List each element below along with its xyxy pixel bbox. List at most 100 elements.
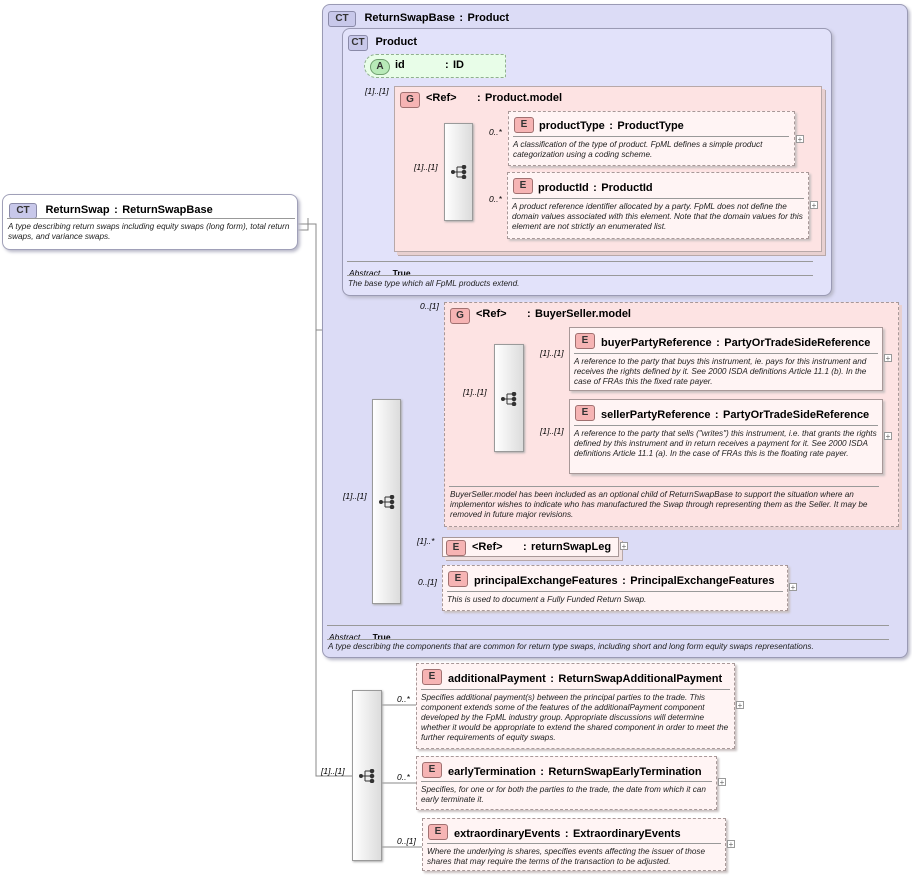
seller-multiplicity: [1]..[1] (540, 426, 564, 436)
abstract-label: Abstract (349, 268, 381, 278)
type-separator: : (477, 92, 481, 104)
extraordinary-events-element[interactable]: E extraordinaryEvents : ExtraordinaryEve… (422, 818, 726, 871)
early-termination-element[interactable]: E earlyTermination : ReturnSwapEarlyTerm… (416, 756, 717, 810)
principal-exchange-multiplicity: 0..[1] (418, 577, 437, 587)
expand-icon[interactable]: + (810, 201, 818, 210)
product-type-multiplicity: 0..* (489, 127, 502, 137)
extraordinary-events-multiplicity: 0..[1] (397, 836, 416, 846)
complex-type-icon: CT (328, 11, 356, 27)
element-name: extraordinaryEvents (454, 828, 561, 840)
id-name: id (395, 59, 405, 71)
product-id-multiplicity: 0..* (489, 194, 502, 204)
seller-party-reference-element[interactable]: E sellerPartyReference : PartyOrTradeSid… (569, 399, 883, 474)
complex-type-icon: CT (9, 203, 37, 219)
return-swap-type: ReturnSwapBase (122, 204, 213, 216)
separator-line (427, 843, 721, 844)
additional-payment-element[interactable]: E additionalPayment : ReturnSwapAddition… (416, 663, 735, 749)
product-description: The base type which all FpML products ex… (348, 279, 520, 288)
id-attribute[interactable]: A id : ID (364, 54, 506, 78)
element-icon: E (428, 824, 448, 840)
separator-line (449, 486, 879, 487)
element-name: buyerPartyReference (601, 337, 712, 349)
element-name: sellerPartyReference (601, 409, 711, 421)
element-description: A reference to the party that sells ("wr… (574, 429, 877, 458)
early-termination-multiplicity: 0..* (397, 772, 410, 782)
expand-icon[interactable]: + (884, 432, 892, 441)
product-model-multiplicity: [1]..[1] (365, 86, 389, 96)
type-separator: : (459, 12, 464, 24)
type-separator: : (609, 120, 613, 132)
sequence-icon (379, 495, 395, 509)
principal-exchange-features-element[interactable]: E principalExchangeFeatures : PrincipalE… (442, 565, 788, 611)
element-description: Specifies, for one or for both the parti… (421, 785, 706, 804)
sequence-compositor[interactable] (444, 123, 473, 221)
element-type: PartyOrTradeSideReference (724, 337, 871, 349)
element-name: additionalPayment (448, 673, 546, 685)
product-name: Product (375, 36, 418, 48)
return-swap-description: A type describing return swaps including… (8, 222, 290, 241)
expand-icon[interactable]: + (789, 583, 797, 592)
expand-icon[interactable]: + (884, 354, 892, 363)
id-type: ID (453, 59, 464, 71)
separator-line (327, 625, 889, 626)
sequence-icon (501, 392, 517, 406)
element-name: productType (539, 120, 605, 132)
product-type-element[interactable]: E productType : ProductType A classifica… (508, 111, 795, 166)
element-type: ReturnSwapEarlyTermination (548, 766, 702, 778)
abstract-value: True (372, 632, 391, 642)
type-separator: : (114, 204, 118, 216)
expand-icon[interactable]: + (736, 701, 744, 710)
abstract-label: Abstract (329, 632, 361, 642)
return-swap-name: ReturnSwap (45, 204, 110, 216)
expand-icon[interactable]: + (620, 542, 628, 551)
group-icon: G (400, 92, 420, 108)
buyer-party-reference-element[interactable]: E buyerPartyReference : PartyOrTradeSide… (569, 327, 883, 391)
type-separator: : (716, 337, 720, 349)
element-icon: E (575, 405, 595, 421)
type-separator: : (593, 182, 597, 194)
expand-icon[interactable]: + (727, 840, 735, 849)
element-description: A reference to the party that buys this … (574, 357, 867, 386)
return-swap-base-name: ReturnSwapBase (364, 12, 455, 24)
element-icon: E (513, 178, 533, 194)
return-swap-base-type: Product (467, 12, 510, 24)
return-swap-leg-element[interactable]: E <Ref> : returnSwapLeg (442, 537, 619, 557)
separator-line (574, 425, 878, 426)
element-name: earlyTermination (448, 766, 536, 778)
ext-seq-multiplicity: [1]..[1] (321, 766, 345, 776)
separator-line (421, 689, 730, 690)
additional-payment-multiplicity: 0..* (397, 694, 410, 704)
element-icon: E (514, 117, 534, 133)
product-seq-multiplicity: [1]..[1] (414, 162, 438, 172)
element-icon: E (575, 333, 595, 349)
separator-line (513, 136, 789, 137)
separator-line (327, 639, 889, 640)
element-type: ReturnSwapAdditionalPayment (558, 673, 723, 685)
group-icon: G (450, 308, 470, 324)
sequence-icon (359, 769, 375, 783)
product-id-element[interactable]: E productId : ProductId A product refere… (507, 172, 809, 239)
expand-icon[interactable]: + (718, 778, 726, 787)
expand-icon[interactable]: + (796, 135, 804, 144)
separator-line (7, 218, 295, 219)
element-description: A classification of the type of product.… (513, 140, 763, 159)
separator-line (347, 261, 813, 262)
separator-line (512, 198, 804, 199)
sequence-compositor[interactable] (494, 344, 524, 452)
element-description: Where the underlying is shares, specifie… (427, 847, 706, 866)
return-swap-leg-multiplicity: [1]..* (417, 536, 435, 546)
type-separator: : (540, 766, 544, 778)
element-icon: E (422, 669, 442, 685)
type-separator: : (550, 673, 554, 685)
type-separator: : (523, 541, 527, 553)
type-separator: : (564, 828, 569, 840)
buyer-multiplicity: [1]..[1] (540, 348, 564, 358)
return-swap-node[interactable]: CT ReturnSwap : ReturnSwapBase A type de… (2, 194, 298, 250)
complex-type-icon: CT (348, 35, 368, 51)
sequence-compositor[interactable] (372, 399, 401, 604)
element-description: Specifies additional payment(s) between … (421, 693, 729, 742)
sequence-compositor[interactable] (352, 690, 382, 861)
element-icon: E (446, 540, 466, 556)
element-description: This is used to document a Fully Funded … (447, 595, 647, 604)
type-separator: : (622, 575, 626, 587)
